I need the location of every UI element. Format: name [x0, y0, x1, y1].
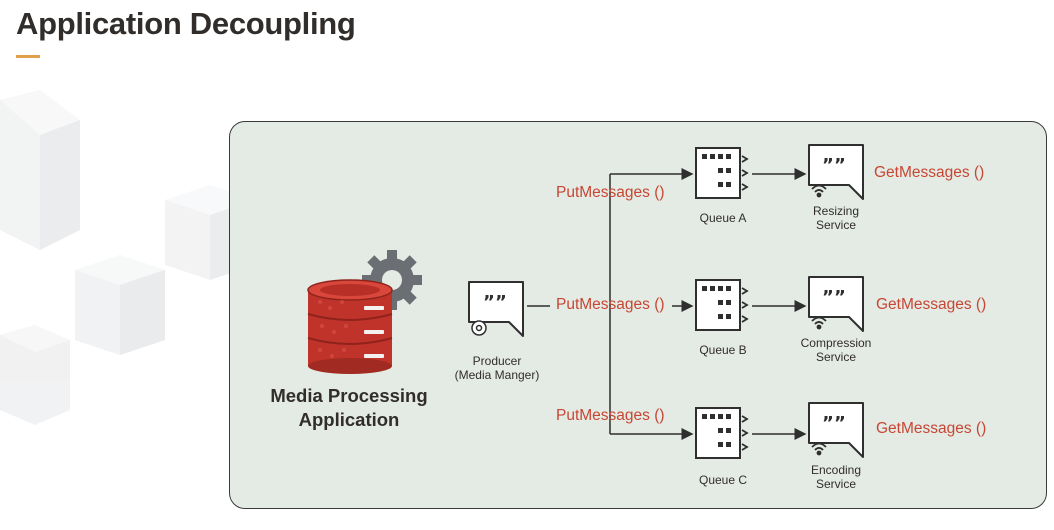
svg-text:”: ”: [834, 413, 846, 434]
svg-text:”: ”: [822, 155, 834, 176]
compression-service-label: Compression Service: [800, 336, 872, 364]
wifi-icon: [811, 184, 827, 198]
svg-text:”: ”: [822, 413, 834, 434]
svg-text:”: ”: [495, 292, 507, 313]
svg-text:”: ”: [834, 155, 846, 176]
page-title: Application Decoupling: [16, 6, 356, 41]
put-messages-label-a: PutMessages (): [556, 184, 665, 201]
put-messages-label-b: PutMessages (): [556, 296, 665, 313]
gear-icon: [471, 320, 487, 336]
message-service-icon: ” ”: [808, 276, 864, 332]
media-processing-application-label: Media Processing Application: [270, 385, 428, 430]
queue-b-label: Queue B: [699, 343, 747, 357]
get-messages-label-b: GetMessages (): [876, 296, 987, 313]
queue-icon: [695, 279, 749, 331]
title-underline: [16, 55, 40, 58]
wifi-icon: [811, 442, 827, 456]
get-messages-label-c: GetMessages (): [876, 420, 987, 437]
queue-a-label: Queue A: [699, 211, 747, 225]
put-messages-label-c: PutMessages (): [556, 407, 665, 424]
message-service-icon: ” ”: [808, 144, 864, 200]
message-service-icon: ” ”: [808, 402, 864, 458]
encoding-service-label: Encoding Service: [810, 463, 862, 491]
svg-text:”: ”: [834, 287, 846, 308]
wifi-icon: [811, 316, 827, 330]
message-producer-icon: ” ”: [468, 281, 524, 337]
svg-text:”: ”: [483, 292, 495, 313]
queue-c-label: Queue C: [698, 473, 748, 487]
queue-icon: [695, 147, 749, 199]
svg-text:”: ”: [822, 287, 834, 308]
get-messages-label-a: GetMessages (): [874, 164, 985, 181]
database-icon: [307, 250, 422, 374]
queue-icon: [695, 407, 749, 459]
producer-label: Producer (Media Manger): [454, 354, 540, 382]
resizing-service-label: Resizing Service: [812, 204, 860, 232]
